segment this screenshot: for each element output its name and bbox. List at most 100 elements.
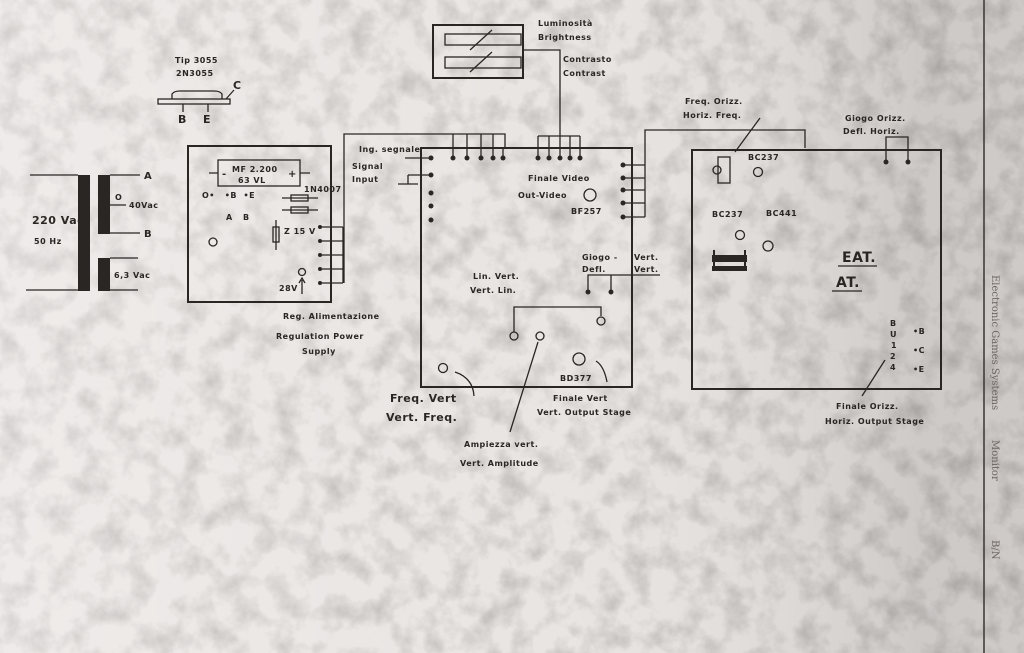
power-wire <box>343 133 506 283</box>
bc237-transistor-icon <box>734 229 746 241</box>
right-pins <box>620 162 626 220</box>
transistor-pin-c: C <box>233 79 242 92</box>
power-label-it: Reg. Alimentazione <box>283 312 380 321</box>
bc441-transistor-icon <box>762 240 774 252</box>
bf257-transistor-icon <box>583 188 597 202</box>
transistor-pin-e: E <box>203 113 211 126</box>
frequency-label: 50 Hz <box>34 237 62 246</box>
brightness-wire <box>523 49 581 148</box>
vert-yoke-pin <box>608 289 614 295</box>
bu124-char: 1 <box>891 341 897 350</box>
horiz-pin-b: •B <box>913 327 925 336</box>
document-title: Monitor <box>989 440 1000 481</box>
horiz-output-label-en: Horiz. Output Stage <box>825 417 924 426</box>
horiz-yoke-label-it: Giogo Orizz. <box>845 114 906 123</box>
horiz-pin-e: •E <box>913 365 925 374</box>
zener-icon <box>272 220 280 250</box>
bu124-char: U <box>890 330 897 339</box>
horiz-freq-coil-icon <box>717 156 731 184</box>
bu124-char: B <box>890 319 897 328</box>
diode-icon <box>282 194 318 214</box>
horiz-freq-label-it: Freq. Orizz. <box>685 97 743 106</box>
bd377-transistor-icon <box>572 352 586 366</box>
horizontal-board: Freq. Orizz. Horiz. Freq. Giogo Orizz. D… <box>683 97 942 426</box>
left-pins <box>398 155 434 223</box>
horiz-output-label-it: Finale Orizz. <box>836 402 899 411</box>
capacitor-plus: + <box>288 169 297 180</box>
contrast-label-en: Contrast <box>563 69 606 78</box>
secondary-6v-label: 6,3 Vac <box>114 271 150 280</box>
power-label-en-2: Supply <box>302 347 336 356</box>
secondary-40v-label: 40Vac <box>129 201 159 210</box>
point-a: A <box>226 213 233 222</box>
vert-amplitude-label-en: Vert. Amplitude <box>460 459 539 468</box>
capacitor-minus: - <box>222 169 227 180</box>
capacitor-value: MF 2.200 <box>232 165 278 174</box>
power-supply-board: - + MF 2.200 63 VL O• •B •E A B 1N4007 Z… <box>187 145 380 356</box>
contrast-label-it: Contrasto <box>563 55 612 64</box>
power-label-en-1: Regulation Power <box>276 332 364 341</box>
horiz-wire <box>623 129 806 218</box>
horiz-freq-trimmer-icon <box>712 165 722 175</box>
bu124-char: 2 <box>890 352 896 361</box>
eat-label: EAT. <box>842 250 876 266</box>
driver-transformer-icon <box>712 250 747 271</box>
vert-linearity-label-it: Lin. Vert. <box>473 272 519 281</box>
power-connector <box>318 225 344 285</box>
zener-label: Z 15 V <box>284 227 316 236</box>
output-voltage-label: 28V <box>279 284 298 293</box>
vert-linearity-trimmer-icon <box>509 331 519 341</box>
brightness-label-it: Luminosità <box>538 19 593 28</box>
vert-output-label-en: Vert. Output Stage <box>537 408 631 417</box>
video-output-label-it: Finale Video <box>528 174 590 183</box>
video-transistor-label: BF257 <box>571 207 602 216</box>
at-label: AT. <box>836 275 860 291</box>
trimmer-icon <box>596 316 606 326</box>
vert-freq-label-en: Vert. Freq. <box>386 411 457 424</box>
capacitor-voltage: 63 VL <box>238 176 266 185</box>
horiz-yoke-pin <box>905 159 911 165</box>
horiz-freq-label-en: Horiz. Freq. <box>683 111 741 120</box>
horiz-yoke-label-en: Defl. Horiz. <box>843 127 900 136</box>
brightness-label-en: Brightness <box>538 33 592 42</box>
vert-output-label-it: Finale Vert <box>553 394 608 403</box>
transistor-model-1: Tip 3055 <box>175 56 218 65</box>
main-board: Ing. segnale Signal Input Finale Video O… <box>352 145 660 468</box>
video-output-label-en: Out-Video <box>518 191 567 200</box>
vert-yoke-pin <box>585 289 591 295</box>
vert-amplitude-trimmer-icon <box>535 331 545 341</box>
brightness-contrast-pots: Luminosità Brightness Contrasto Contrast <box>432 19 612 79</box>
document-type: B/N <box>989 540 1000 560</box>
voltage-trimmer-icon <box>297 267 307 277</box>
transistor-model-2: 2N3055 <box>176 69 214 78</box>
horiz-pin-c: •C <box>913 346 925 355</box>
vert-linearity-label-en: Vert. Lin. <box>470 286 516 295</box>
vert-amplitude-label-it: Ampiezza vert. <box>464 440 538 449</box>
signal-input-label-it: Ing. segnale <box>359 145 420 154</box>
top-pins <box>450 148 583 161</box>
horiz-yoke-pin <box>883 159 889 165</box>
transistor-pin-b: B <box>178 113 187 126</box>
bc237-transistor-icon <box>752 166 764 178</box>
power-transistor: Tip 3055 2N3055 B E C <box>157 56 242 126</box>
vert-yoke-label-2: Defl. <box>582 265 606 274</box>
bu124-char: 4 <box>890 363 896 372</box>
vert-freq-label-it: Freq. Vert <box>390 392 457 405</box>
vert-yoke-label-1: Giogo - <box>582 253 618 262</box>
point-b: B <box>243 213 250 222</box>
transistor-3-label: BC441 <box>766 209 797 218</box>
horiz-output-transistor-label: B U 1 2 4 <box>890 319 897 372</box>
diode-label: 1N4007 <box>304 185 342 194</box>
pointer-arrows <box>454 341 608 433</box>
primary-voltage-label: 220 Vac <box>32 214 84 227</box>
vert-yoke-label-3: Vert. <box>634 253 659 262</box>
transistor-1-label: BC237 <box>748 153 779 162</box>
regulator-pins: O• •B •E <box>202 191 255 200</box>
company-name: Electronic Games Systems <box>989 275 1000 410</box>
signal-input-label-en-2: Input <box>352 175 378 184</box>
vert-freq-trimmer-icon <box>437 362 449 374</box>
vert-yoke-label-4: Vert. <box>634 265 659 274</box>
transformer: 220 Vac 50 Hz A B O 40Vac 6,3 Vac <box>26 171 159 291</box>
tap-zero-label: O <box>115 193 122 202</box>
